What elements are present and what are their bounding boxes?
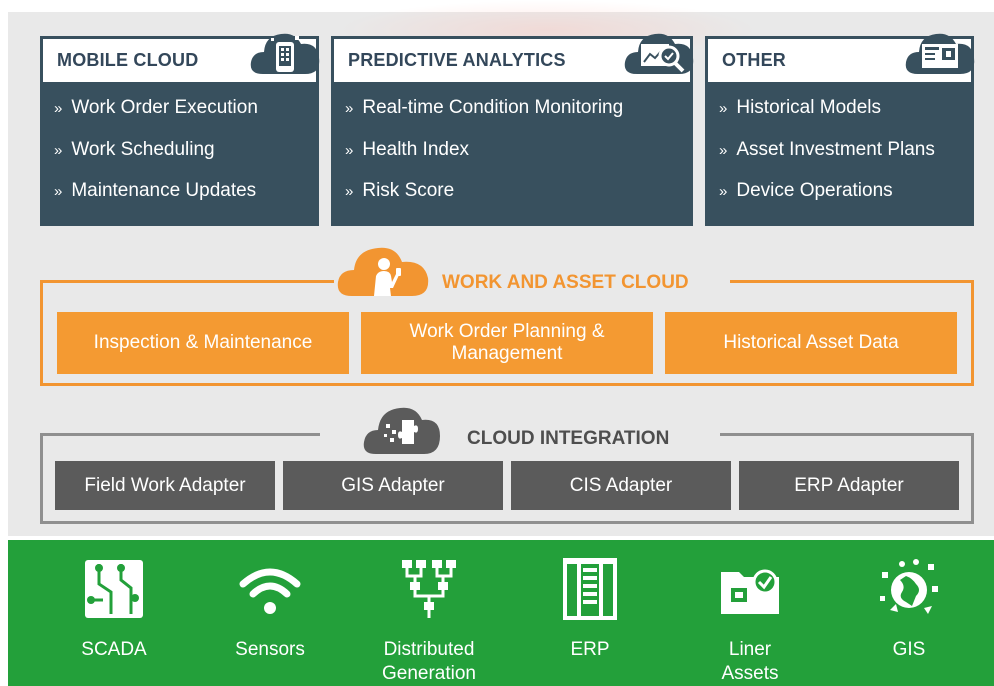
analytics-magnifier-cloud-icon bbox=[624, 33, 694, 74]
bullet-glyph: » bbox=[345, 141, 354, 159]
bullet-glyph: » bbox=[719, 100, 728, 117]
bullet-glyph: » bbox=[719, 183, 728, 200]
item-label: Asset Investment Plans bbox=[736, 138, 935, 160]
work-order-planning-box: Work Order Planning & Management bbox=[361, 312, 653, 374]
worker-cloud-icon bbox=[337, 247, 429, 296]
other-card: OTHER » Historical Models » Asset Investme… bbox=[705, 33, 975, 226]
wifi-signal-icon bbox=[239, 568, 301, 614]
item-label: Historical Models bbox=[736, 97, 881, 118]
list-item: » Work Order Execution bbox=[54, 98, 313, 140]
item-label: Device Operations bbox=[736, 180, 893, 201]
architecture-diagram: MOBILE CLOUD » Work Order Execution » Work… bbox=[8, 0, 994, 686]
spreadsheet-icon bbox=[563, 558, 617, 620]
list-item: » Health Index bbox=[345, 138, 687, 182]
list-item: » Work Scheduling bbox=[54, 138, 313, 182]
system-label: SCADA bbox=[81, 639, 147, 660]
cloud-integration-title: CLOUD INTEGRATION bbox=[467, 428, 670, 449]
system-scada: SCADA bbox=[44, 556, 184, 662]
bullet-glyph: » bbox=[54, 141, 63, 159]
inspection-maintenance-box: Inspection & Maintenance bbox=[57, 312, 349, 374]
item-label: Work Scheduling bbox=[71, 138, 215, 160]
system-gis: GIS bbox=[839, 556, 979, 662]
dashboard-cloud-icon bbox=[905, 33, 975, 74]
list-item: » Device Operations bbox=[719, 181, 968, 223]
hierarchy-network-icon bbox=[402, 560, 456, 618]
list-item: » Maintenance Updates bbox=[54, 181, 313, 223]
card-item-list: » Historical Models » Asset Investment Pla… bbox=[719, 98, 968, 223]
circuit-board-icon bbox=[85, 560, 143, 618]
field-work-adapter-box: Field Work Adapter bbox=[55, 461, 275, 510]
puzzle-cloud-icon bbox=[363, 407, 440, 454]
cis-adapter-box: CIS Adapter bbox=[511, 461, 731, 510]
list-item: » Real-time Condition Monitoring bbox=[345, 98, 687, 140]
list-item: » Asset Investment Plans bbox=[719, 138, 968, 182]
bullet-glyph: » bbox=[345, 100, 354, 117]
system-label: GIS bbox=[892, 639, 926, 660]
system-erp: ERP bbox=[520, 556, 660, 662]
system-sensors: Sensors bbox=[200, 556, 340, 662]
system-label: Distributed Generation bbox=[381, 639, 476, 684]
system-label: Liner Assets bbox=[721, 639, 779, 684]
mobile-app-cloud-icon bbox=[250, 33, 320, 74]
system-label: ERP bbox=[570, 639, 610, 660]
item-label: Real-time Condition Monitoring bbox=[362, 97, 624, 118]
card-item-list: » Work Order Execution » Work Scheduling »… bbox=[54, 98, 313, 223]
item-label: Health Index bbox=[362, 138, 470, 160]
bullet-glyph: » bbox=[54, 100, 63, 117]
box-label: Work Order Planning & Management bbox=[409, 321, 605, 364]
source-systems-band: SCADA Sensors bbox=[8, 540, 994, 686]
card-title: MOBILE CLOUD bbox=[57, 50, 199, 70]
historical-asset-data-box: Historical Asset Data bbox=[665, 312, 957, 374]
globe-icon bbox=[880, 559, 938, 614]
item-label: Maintenance Updates bbox=[71, 180, 257, 201]
list-item: » Historical Models bbox=[719, 98, 968, 140]
card-title: OTHER bbox=[722, 50, 786, 70]
item-label: Work Order Execution bbox=[71, 97, 258, 118]
system-distributed-generation: Distributed Generation bbox=[359, 556, 499, 686]
erp-adapter-box: ERP Adapter bbox=[739, 461, 959, 510]
system-label: Sensors bbox=[235, 639, 305, 660]
gis-adapter-box: GIS Adapter bbox=[283, 461, 503, 510]
bullet-glyph: » bbox=[345, 183, 354, 200]
mobile-cloud-card: MOBILE CLOUD » Work Order Execution » Work… bbox=[40, 33, 320, 226]
cloud-integration-header: CLOUD INTEGRATION bbox=[320, 400, 720, 458]
item-label: Risk Score bbox=[362, 180, 455, 201]
work-asset-cloud-title: WORK AND ASSET CLOUD bbox=[442, 272, 689, 293]
folder-check-icon bbox=[721, 569, 779, 614]
bullet-glyph: » bbox=[719, 141, 728, 159]
list-item: » Risk Score bbox=[345, 181, 687, 223]
card-item-list: » Real-time Condition Monitoring » Health … bbox=[345, 98, 687, 223]
system-liner-assets: Liner Assets bbox=[680, 556, 820, 686]
predictive-analytics-card: PREDICTIVE ANALYTICS » Real-time Conditio… bbox=[331, 33, 694, 226]
card-title: PREDICTIVE ANALYTICS bbox=[348, 50, 566, 70]
bullet-glyph: » bbox=[54, 183, 63, 200]
work-asset-cloud-header: WORK AND ASSET CLOUD bbox=[334, 240, 730, 300]
